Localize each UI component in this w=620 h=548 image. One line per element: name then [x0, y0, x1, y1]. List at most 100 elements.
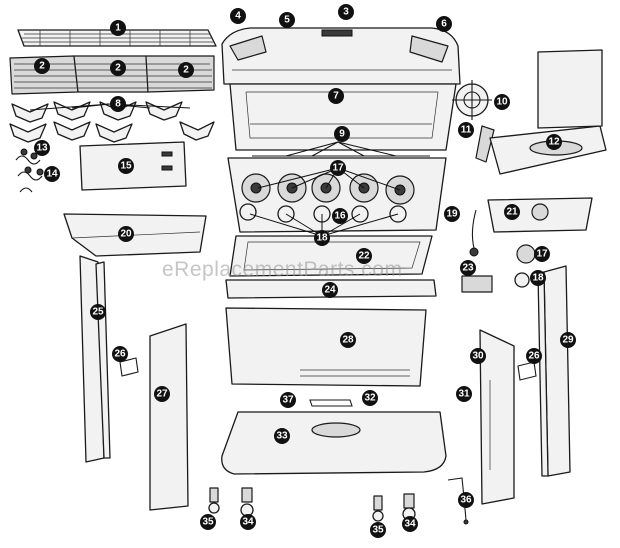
svg-text:17: 17 [332, 163, 344, 174]
svg-text:13: 13 [36, 143, 48, 154]
svg-text:6: 6 [441, 19, 447, 30]
callout-34: 34 [402, 516, 418, 532]
svg-text:34: 34 [404, 519, 416, 530]
manifold-panel [227, 157, 447, 237]
svg-text:34: 34 [242, 517, 254, 528]
svg-text:18: 18 [532, 273, 544, 284]
svg-text:32: 32 [364, 393, 376, 404]
callout-35: 35 [200, 514, 216, 530]
warming-rack [17, 29, 217, 47]
grill-lid [221, 27, 461, 85]
svg-text:22: 22 [358, 251, 370, 262]
rear-panel [225, 307, 427, 387]
callout-31: 31 [456, 386, 472, 402]
callout-2: 2 [178, 62, 194, 78]
svg-text:25: 25 [92, 307, 104, 318]
callout-10: 10 [494, 94, 510, 110]
callout-35: 35 [370, 522, 386, 538]
callout-11: 11 [458, 122, 474, 138]
svg-text:17: 17 [536, 249, 548, 260]
svg-text:3: 3 [343, 7, 349, 18]
callout-16: 16 [332, 208, 348, 224]
svg-text:23: 23 [462, 263, 474, 274]
svg-text:21: 21 [506, 207, 518, 218]
svg-text:26: 26 [528, 351, 540, 362]
svg-text:27: 27 [156, 389, 168, 400]
callout-9: 9 [334, 126, 350, 142]
tool-hook [447, 477, 469, 525]
svg-text:30: 30 [472, 351, 484, 362]
part-callouts: 1 2 2 2 3 4 5 6 7 8 9 10 11 12 13 14 15 … [34, 4, 576, 538]
svg-text:31: 31 [458, 389, 470, 400]
svg-text:35: 35 [202, 517, 214, 528]
callout-32: 32 [362, 390, 378, 406]
svg-text:28: 28 [342, 335, 354, 346]
callout-7: 7 [328, 88, 344, 104]
svg-text:33: 33 [276, 431, 288, 442]
right-door-hinge [517, 361, 537, 381]
bottom-shelf [221, 399, 447, 475]
svg-text:18: 18 [316, 233, 328, 244]
callout-24: 24 [322, 282, 338, 298]
svg-text:7: 7 [333, 91, 339, 102]
callout-2: 2 [34, 58, 50, 74]
callout-21: 21 [504, 204, 520, 220]
callout-25: 25 [90, 304, 106, 320]
callout-19: 19 [444, 206, 460, 222]
callout-17: 17 [330, 160, 346, 176]
svg-text:10: 10 [496, 97, 508, 108]
callout-29: 29 [560, 332, 576, 348]
callout-20: 20 [118, 226, 134, 242]
svg-text:26: 26 [114, 349, 126, 360]
svg-text:29: 29 [562, 335, 574, 346]
svg-text:24: 24 [324, 285, 336, 296]
callout-3: 3 [338, 4, 354, 20]
callout-36: 36 [458, 492, 474, 508]
callout-34: 34 [240, 514, 256, 530]
right-side-panel [479, 329, 515, 505]
callout-23: 23 [460, 260, 476, 276]
svg-text:2: 2 [183, 65, 189, 76]
svg-text:9: 9 [339, 129, 345, 140]
svg-text:2: 2 [115, 63, 121, 74]
callout-26: 26 [526, 348, 542, 364]
svg-text:16: 16 [334, 211, 346, 222]
svg-text:19: 19 [446, 209, 458, 220]
callout-2: 2 [110, 60, 126, 76]
callout-28: 28 [340, 332, 356, 348]
left-side-panel [149, 323, 189, 511]
svg-text:14: 14 [46, 169, 58, 180]
callout-12: 12 [546, 134, 562, 150]
callout-33: 33 [274, 428, 290, 444]
callout-18: 18 [530, 270, 546, 286]
left-door-hinge [119, 357, 139, 377]
left-cart-door [79, 255, 111, 463]
casters [208, 487, 416, 522]
callout-18: 18 [314, 230, 330, 246]
grease-tray [229, 235, 433, 277]
svg-text:37: 37 [282, 395, 294, 406]
callout-13: 13 [34, 140, 50, 156]
callout-22: 22 [356, 248, 372, 264]
svg-text:4: 4 [235, 11, 241, 22]
svg-text:2: 2 [39, 61, 45, 72]
callout-15: 15 [118, 158, 134, 174]
burner-tubes [252, 141, 430, 157]
callout-14: 14 [44, 166, 60, 182]
svg-text:11: 11 [461, 125, 472, 136]
callout-8: 8 [110, 96, 126, 112]
callout-27: 27 [154, 386, 170, 402]
right-cart-door [537, 265, 571, 477]
svg-text:12: 12 [548, 137, 560, 148]
left-side-table [63, 213, 207, 257]
cook-box [229, 83, 457, 151]
callout-4: 4 [230, 8, 246, 24]
svg-text:36: 36 [460, 495, 472, 506]
svg-text:5: 5 [284, 15, 290, 26]
svg-text:1: 1 [115, 23, 121, 34]
callout-17: 17 [534, 246, 550, 262]
side-burner [452, 49, 607, 175]
svg-text:15: 15 [120, 161, 132, 172]
